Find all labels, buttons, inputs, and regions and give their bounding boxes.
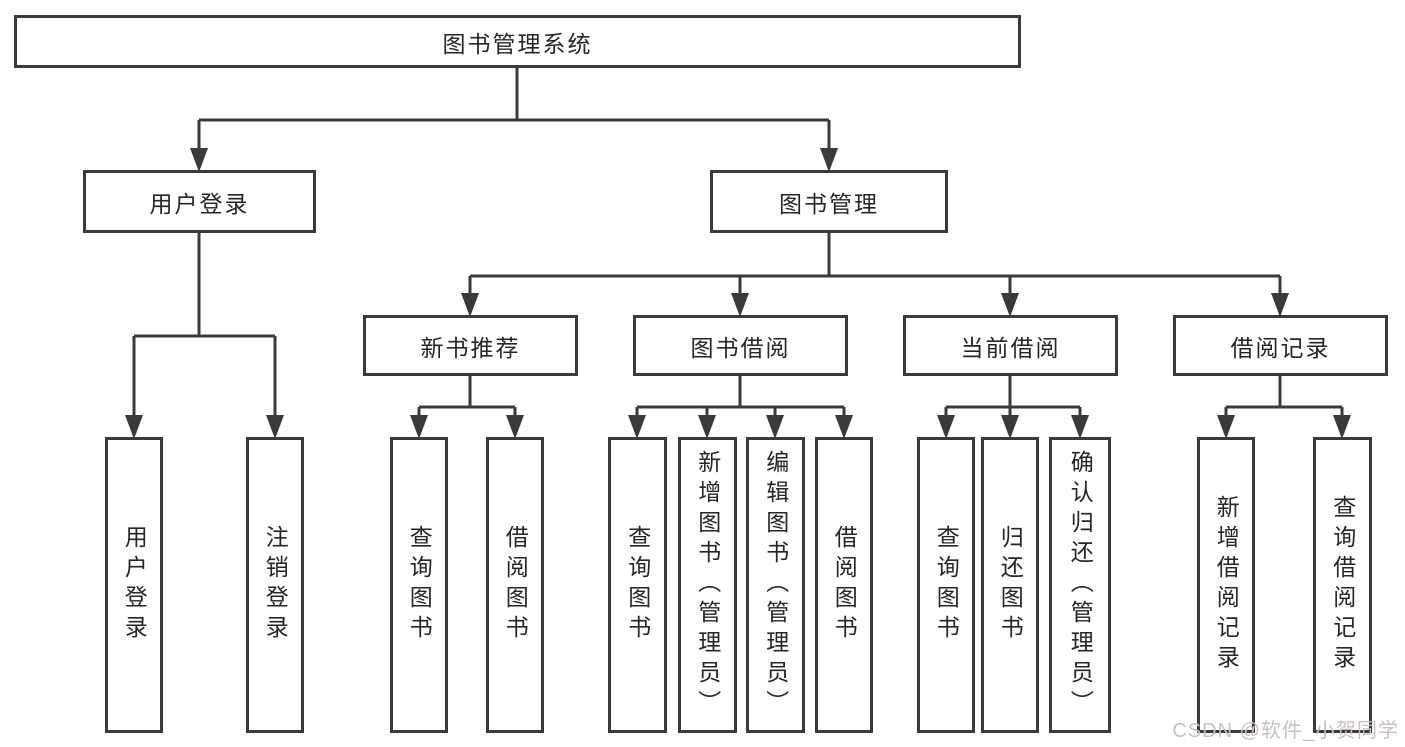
- arrowheads-borrow-record: [1217, 415, 1351, 439]
- connector-book-management: [468, 233, 1282, 297]
- node-current-borrow-label: 当前借阅: [960, 334, 1061, 361]
- arrowheads-book-borrow: [628, 415, 853, 439]
- leaf-return-book: 归还图书: [981, 437, 1039, 733]
- connector-current-borrow: [944, 376, 1082, 419]
- leaf-confirm-return-admin: 确认归还（管理员）: [1049, 437, 1111, 733]
- leaf-borrow-book-2-label: 借阅图书: [831, 525, 858, 645]
- connector-new-book-recommend: [417, 376, 517, 419]
- leaf-borrow-book-1-label: 借阅图书: [502, 525, 529, 645]
- node-root: 图书管理系统: [14, 15, 1021, 68]
- csdn-watermark: CSDN @软件_小贺同学: [1172, 720, 1399, 742]
- leaf-logout: 注销登录: [246, 437, 304, 733]
- leaf-query-book-3-label: 查询图书: [933, 525, 960, 645]
- node-book-management: 图书管理: [710, 170, 948, 233]
- arrowheads-level2: [190, 148, 838, 172]
- connector-borrow-record: [1224, 376, 1344, 419]
- arrowheads-user-login: [125, 415, 284, 439]
- leaf-query-book-3: 查询图书: [917, 437, 975, 733]
- leaf-add-book-admin-label: 新增图书（管理员）: [694, 450, 721, 720]
- node-root-label: 图书管理系统: [442, 30, 593, 57]
- connector-root-to-level2: [197, 68, 831, 152]
- leaf-borrow-book-2: 借阅图书: [815, 437, 873, 733]
- node-new-book-recommend: 新书推荐: [363, 315, 578, 376]
- node-book-borrow: 图书借阅: [633, 315, 848, 376]
- connector-book-borrow: [635, 376, 846, 419]
- leaf-add-borrow-record-label: 新增借阅记录: [1213, 495, 1240, 675]
- node-new-book-recommend-label: 新书推荐: [420, 334, 521, 361]
- node-user-login-label: 用户登录: [149, 190, 250, 217]
- leaf-add-borrow-record: 新增借阅记录: [1197, 437, 1255, 733]
- leaf-return-book-label: 归还图书: [997, 525, 1024, 645]
- node-borrow-record: 借阅记录: [1173, 315, 1388, 376]
- leaf-query-book-2: 查询图书: [608, 437, 667, 733]
- node-book-management-label: 图书管理: [779, 190, 879, 217]
- arrowheads-level3: [461, 293, 1289, 317]
- connector-user-login: [132, 233, 277, 419]
- leaf-confirm-return-admin-label: 确认归还（管理员）: [1067, 450, 1094, 720]
- arrowheads-new-book-recommend: [410, 415, 524, 439]
- node-borrow-record-label: 借阅记录: [1230, 334, 1331, 361]
- leaf-edit-book-admin-label: 编辑图书（管理员）: [762, 450, 789, 720]
- leaf-logout-label: 注销登录: [262, 525, 289, 645]
- node-current-borrow: 当前借阅: [903, 315, 1118, 376]
- leaf-query-book-2-label: 查询图书: [624, 525, 651, 645]
- leaf-query-book-1: 查询图书: [390, 437, 448, 733]
- leaf-add-book-admin: 新增图书（管理员）: [678, 437, 737, 733]
- leaf-edit-book-admin: 编辑图书（管理员）: [746, 437, 805, 733]
- arrowheads-current-borrow: [937, 415, 1089, 439]
- leaf-query-book-1-label: 查询图书: [406, 525, 433, 645]
- node-book-borrow-label: 图书借阅: [690, 334, 791, 361]
- leaf-user-login: 用户登录: [105, 437, 163, 733]
- leaf-borrow-book-1: 借阅图书: [486, 437, 544, 733]
- node-user-login: 用户登录: [83, 170, 316, 233]
- leaf-query-borrow-record: 查询借阅记录: [1313, 437, 1372, 733]
- leaf-query-borrow-record-label: 查询借阅记录: [1329, 495, 1356, 675]
- leaf-user-login-label: 用户登录: [121, 525, 148, 645]
